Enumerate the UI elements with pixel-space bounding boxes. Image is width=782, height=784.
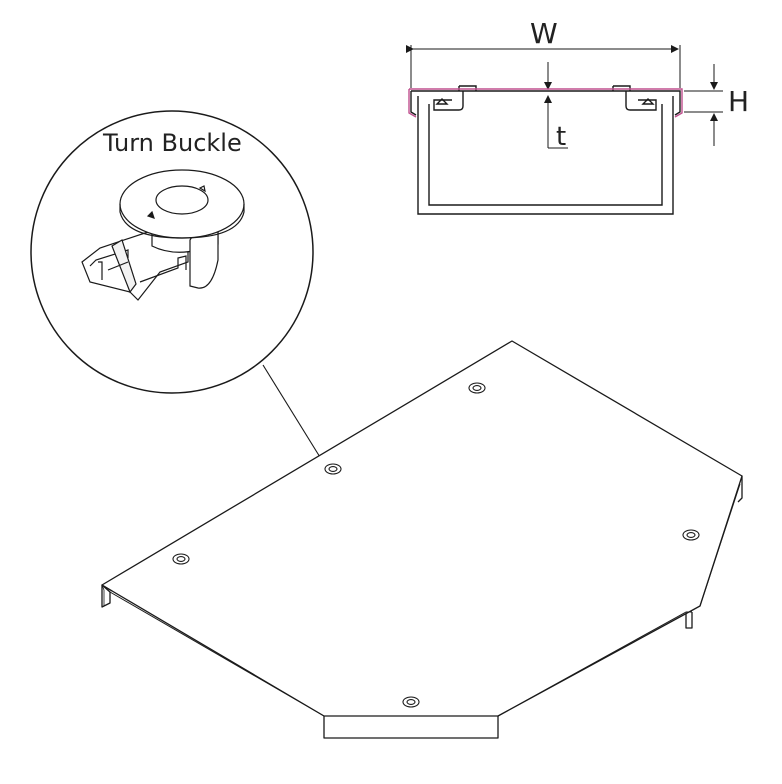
right-front-flange: [685, 610, 693, 629]
tray-channel-inner: [428, 104, 663, 206]
callout-title: Turn Buckle: [103, 129, 242, 157]
width-dimension-label: W: [530, 17, 558, 50]
tray-channel-outer: [417, 96, 674, 215]
turn-buckle-icon: [81, 169, 245, 301]
thickness-dimension-label: t: [556, 122, 567, 152]
cover-top-face: [101, 340, 743, 717]
right-clip-tab: [641, 98, 655, 105]
cross-section-detail: [406, 45, 723, 215]
hole-right: [682, 529, 700, 541]
turn-buckle-holes: [172, 382, 700, 708]
tray-cover-plate: [101, 340, 743, 739]
height-dimension-label: H: [728, 85, 750, 118]
left-clip-tab: [435, 98, 449, 105]
hole-center: [324, 463, 342, 475]
turn-buckle-callout: [30, 110, 314, 394]
cover-plate-section: [410, 90, 681, 116]
hole-rear: [468, 382, 486, 394]
hole-front: [402, 696, 420, 708]
callout-pointer: [262, 364, 324, 463]
hole-left: [172, 553, 190, 565]
cover-plate-highlight: [408, 88, 683, 118]
front-flange: [323, 716, 499, 739]
